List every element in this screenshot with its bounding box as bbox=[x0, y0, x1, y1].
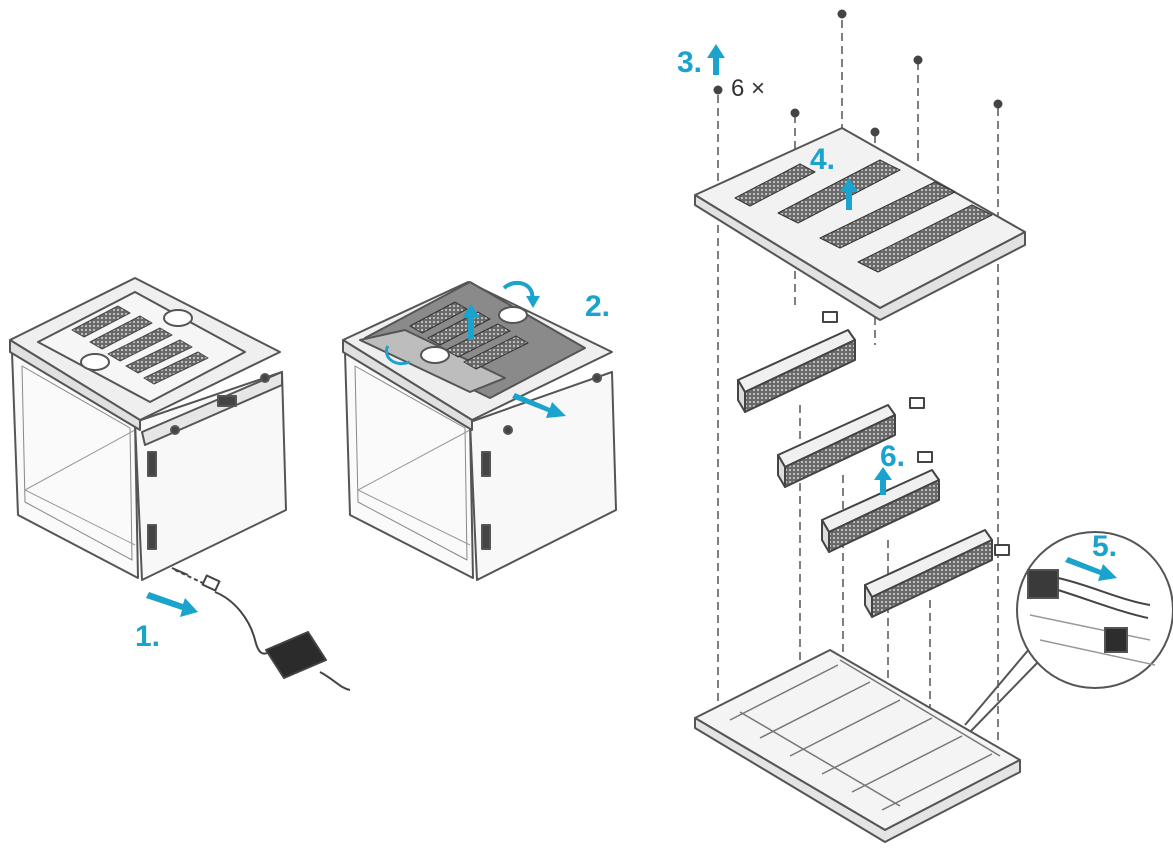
aquarium-1-glass-inner bbox=[21, 365, 133, 561]
screw-count-label: 6 × bbox=[731, 75, 766, 102]
aquarium-2-side-panel bbox=[469, 371, 617, 581]
aquarium-2-glass-inner bbox=[354, 365, 468, 561]
arrow-rotate-head-icon bbox=[526, 296, 540, 308]
arrow-slide-icon bbox=[512, 393, 566, 418]
screws bbox=[713, 9, 1003, 137]
base-frame-ribs bbox=[729, 659, 1001, 811]
callout-wires bbox=[1057, 577, 1151, 619]
detail-callout bbox=[964, 531, 1173, 733]
aquarium-2-knob-right bbox=[498, 306, 528, 324]
aquarium-1-top-tab bbox=[217, 395, 237, 407]
led-module-1 bbox=[737, 311, 856, 413]
step-5-label: 5. bbox=[1092, 530, 1118, 563]
led-module-4 bbox=[864, 529, 1010, 618]
screw-icon bbox=[790, 108, 800, 118]
aquarium-2-screw-dot bbox=[592, 373, 602, 383]
aquarium-unit-1 bbox=[9, 277, 287, 581]
callout-leader-2 bbox=[964, 647, 1031, 726]
screw-icon bbox=[913, 55, 923, 65]
screw-icon bbox=[870, 127, 880, 137]
step-6-label: 6. bbox=[880, 440, 906, 473]
adapter-body bbox=[265, 631, 327, 679]
step-1-arrow-icon bbox=[146, 592, 198, 617]
screw-icon bbox=[713, 85, 723, 95]
aquarium-1-floor-line bbox=[24, 429, 136, 546]
aquarium-1-grilles bbox=[71, 305, 209, 385]
aquarium-1-screw-dot-2 bbox=[170, 425, 180, 435]
step-3-arrow-icon bbox=[707, 44, 725, 75]
base-frame-edge bbox=[694, 717, 1021, 843]
power-cable bbox=[171, 567, 351, 691]
screw-icon bbox=[837, 9, 847, 19]
aquarium-1-clip-lower bbox=[147, 524, 157, 550]
aquarium-unit-2 bbox=[342, 281, 617, 581]
step-2-label: 2. bbox=[585, 290, 611, 323]
base-frame-outer bbox=[694, 649, 1021, 831]
cover-plate-edge bbox=[694, 194, 1026, 321]
aquarium-2-clip-lower bbox=[481, 524, 491, 550]
power-adapter bbox=[171, 567, 351, 691]
aquarium-2-lid-edge bbox=[342, 339, 473, 431]
aquarium-2-floor-line bbox=[357, 429, 471, 546]
base-frame bbox=[694, 649, 1021, 843]
aquarium-2-screw-dot-2 bbox=[503, 425, 513, 435]
aquarium-1-screw-dot bbox=[260, 373, 270, 383]
led-module-3 bbox=[821, 451, 940, 553]
aquarium-2-clip-upper bbox=[481, 451, 491, 477]
led-module-2 bbox=[777, 397, 925, 488]
callout-plug bbox=[1027, 569, 1059, 599]
cable-plug bbox=[201, 574, 221, 592]
aquarium-1-knob-left bbox=[80, 353, 110, 371]
aquarium-2-knob-left bbox=[420, 346, 450, 364]
step-4-arrow-icon bbox=[840, 178, 858, 210]
arrow-up-icon bbox=[462, 304, 480, 340]
step-3-label: 3. bbox=[677, 46, 703, 79]
callout-contents bbox=[1027, 557, 1156, 666]
aquarium-1-knob-right bbox=[163, 309, 193, 327]
step-1-label: 1. bbox=[135, 620, 161, 653]
cover-plate-grilles bbox=[734, 159, 993, 273]
aquarium-2-grilles bbox=[409, 301, 529, 370]
step-6-arrow-icon bbox=[874, 467, 892, 495]
aquarium-1-clip-upper bbox=[147, 451, 157, 477]
callout-socket bbox=[1104, 627, 1128, 653]
arrow-rotate-small-icon bbox=[385, 345, 411, 365]
step-4-label: 4. bbox=[810, 143, 836, 176]
aquarium-1-lid-edge bbox=[9, 339, 141, 431]
cable-dashed bbox=[174, 569, 206, 585]
callout-leader bbox=[969, 659, 1041, 733]
cover-plate bbox=[694, 127, 1026, 321]
step-2-arrows bbox=[385, 280, 566, 418]
led-modules bbox=[737, 311, 1010, 618]
step-5-arrow-icon bbox=[1065, 557, 1117, 581]
screw-icon bbox=[993, 99, 1003, 109]
